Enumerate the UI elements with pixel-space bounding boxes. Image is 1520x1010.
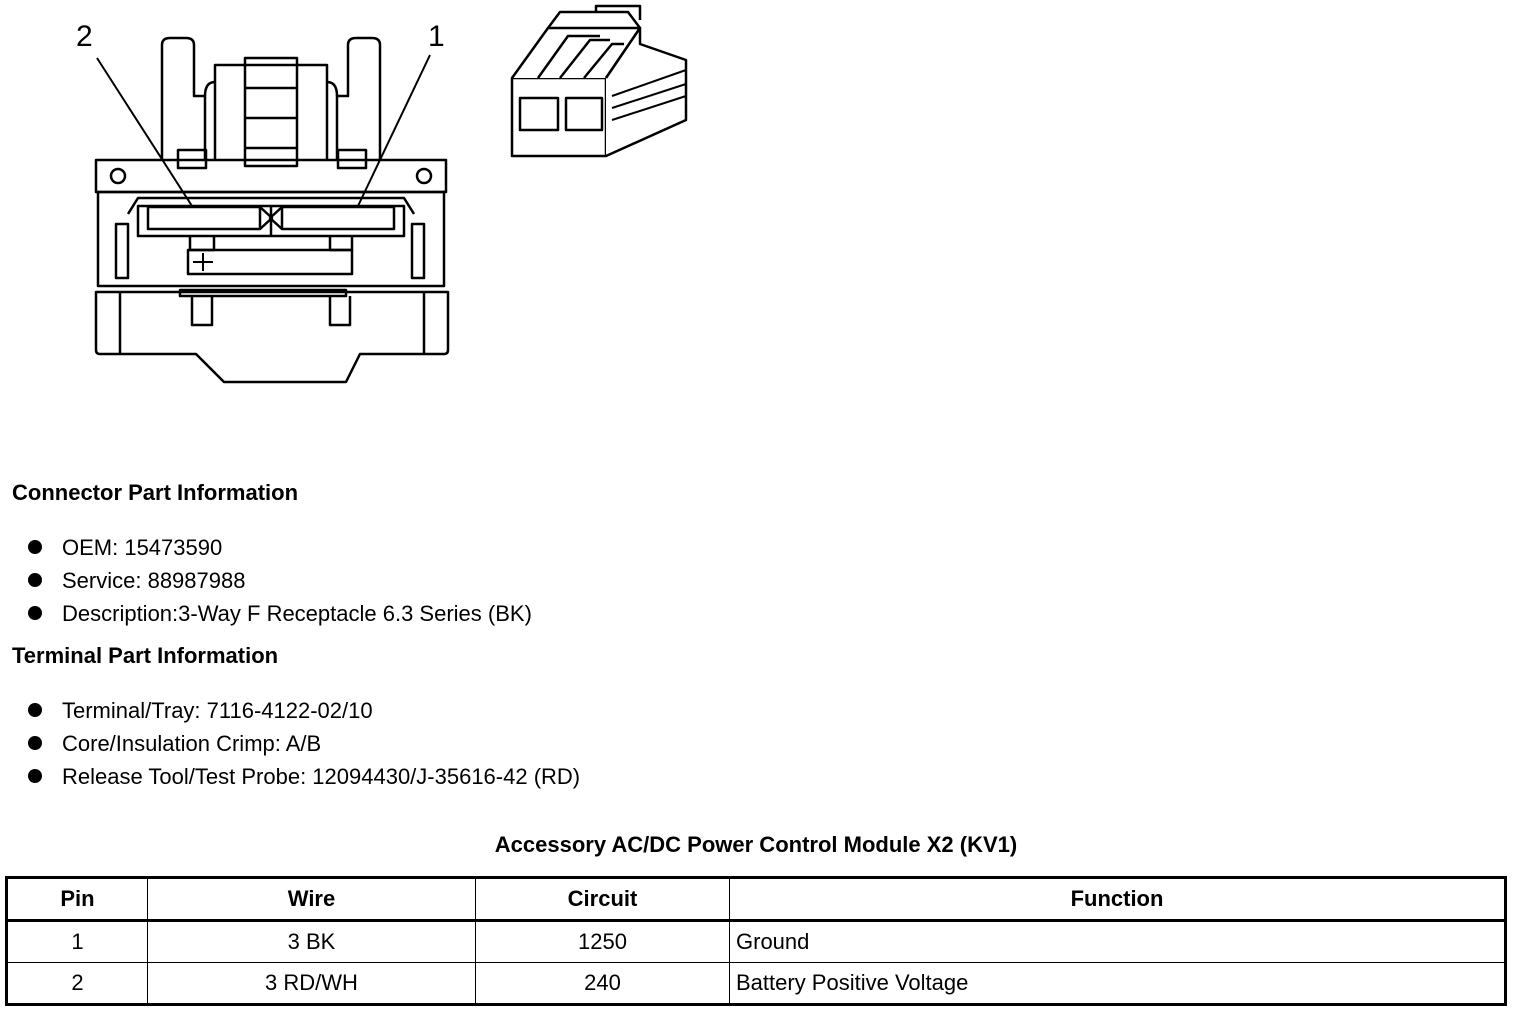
left-latch-post <box>160 36 207 160</box>
connector-3d-thumbnail <box>510 4 688 158</box>
list-item: Description:3-Way F Receptacle 6.3 Serie… <box>28 597 532 630</box>
list-item: Core/Insulation Crimp: A/B <box>28 727 580 760</box>
right-latch-post <box>335 36 382 160</box>
header-circuit: Circuit <box>475 877 730 922</box>
pin-1-leader <box>357 54 431 207</box>
list-item: OEM: 15473590 <box>28 531 532 564</box>
terminal-tray: Terminal/Tray: 7116-4122-02/10 <box>62 698 373 723</box>
cell-function: Ground <box>729 920 1506 963</box>
table-title: Accessory AC/DC Power Control Module X2 … <box>494 832 1018 857</box>
pin-label-2: 2 <box>76 20 93 53</box>
header-wire: Wire <box>147 877 476 922</box>
connector-face-diagram <box>94 4 688 384</box>
header-function: Function <box>729 877 1506 922</box>
cell-pin: 2 <box>6 962 148 1005</box>
bullet-icon <box>28 540 42 554</box>
connector-service: Service: 88987988 <box>62 568 246 593</box>
connector-oem: OEM: 15473590 <box>62 535 223 560</box>
connector-info-heading: Connector Part Information <box>12 480 299 505</box>
terminal-info-list: Terminal/Tray: 7116-4122-02/10 Core/Insu… <box>28 694 580 793</box>
terminal-info-heading: Terminal Part Information <box>12 643 279 668</box>
header-pin: Pin <box>6 877 148 922</box>
cell-wire: 3 RD/WH <box>147 962 476 1005</box>
cell-wire: 3 BK <box>147 920 476 963</box>
bullet-icon <box>28 573 42 587</box>
list-item: Terminal/Tray: 7116-4122-02/10 <box>28 694 580 727</box>
terminal-crimp: Core/Insulation Crimp: A/B <box>62 731 322 756</box>
list-item: Service: 88987988 <box>28 564 532 597</box>
pinout-table: Pin Wire Circuit Function 1 3 BK 1250 Gr… <box>5 876 1507 1006</box>
bullet-icon <box>28 606 42 620</box>
connector-description: Description:3-Way F Receptacle 6.3 Serie… <box>62 601 532 626</box>
cell-circuit: 1250 <box>475 920 730 963</box>
terminal-release-tool: Release Tool/Test Probe: 12094430/J-3561… <box>62 764 581 789</box>
connector-info-list: OEM: 15473590 Service: 88987988 Descript… <box>28 531 532 630</box>
cell-circuit: 240 <box>475 962 730 1005</box>
bullet-icon <box>28 769 42 783</box>
bullet-icon <box>28 736 42 750</box>
table-header-row: Pin Wire Circuit Function <box>6 877 1506 922</box>
table-row: 2 3 RD/WH 240 Battery Positive Voltage <box>6 962 1506 1005</box>
cell-pin: 1 <box>6 920 148 963</box>
bullet-icon <box>28 703 42 717</box>
pin-2-leader <box>96 57 193 207</box>
list-item: Release Tool/Test Probe: 12094430/J-3561… <box>28 760 580 793</box>
pin-label-1: 1 <box>428 20 445 53</box>
table-row: 1 3 BK 1250 Ground <box>6 920 1506 963</box>
cell-function: Battery Positive Voltage <box>729 962 1506 1005</box>
